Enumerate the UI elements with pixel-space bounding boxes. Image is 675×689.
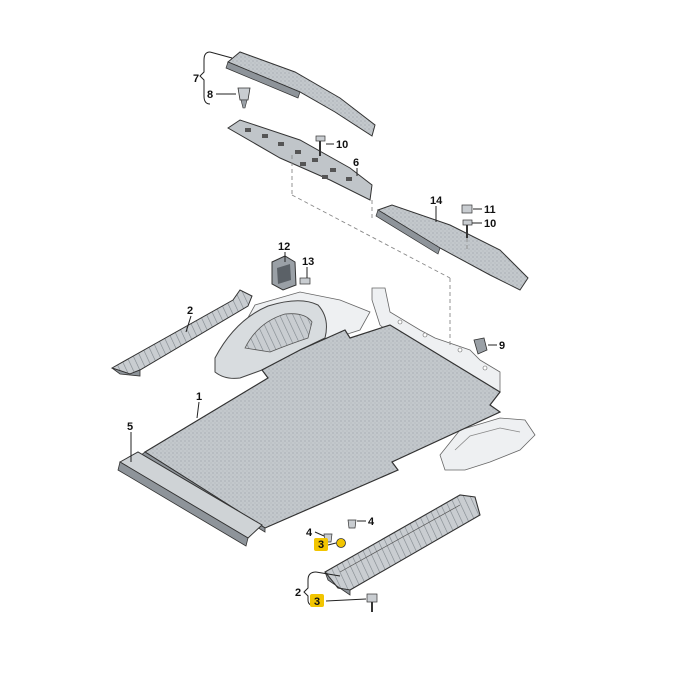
side-strip-part-2-left: [110, 289, 253, 377]
highlight-badge-3-upper: [314, 538, 328, 551]
callout-2-lower: 2: [295, 587, 301, 599]
callout-4-right: 4: [368, 516, 375, 528]
bracket-part-12: [271, 255, 297, 291]
wheel-arch-trim-left: [214, 300, 327, 379]
fasteners: [237, 87, 488, 612]
callout-labels: 7 8 10 6 14 11 10 12 13 9 2 1 5 4 4 3 2 …: [127, 73, 505, 608]
assembly-dashed-lines: [291, 155, 468, 345]
trim-panel-part-7: [225, 51, 376, 137]
leader-lines: [130, 51, 497, 607]
trim-strip-part-14: [375, 204, 529, 291]
callout-10-right: 10: [484, 218, 496, 230]
callout-12: 12: [278, 241, 290, 253]
bracket-rail-part-6: [227, 119, 373, 201]
callout-3-upper: 3: [318, 539, 324, 551]
callout-9: 9: [499, 340, 505, 352]
callout-4-left: 4: [306, 527, 313, 539]
sill-strip-part-5: [117, 451, 263, 547]
callout-10-upper: 10: [336, 139, 348, 151]
callout-11: 11: [484, 204, 496, 216]
callout-13: 13: [302, 256, 314, 268]
callout-7: 7: [193, 73, 199, 85]
callout-8: 8: [207, 89, 213, 101]
callout-6: 6: [353, 157, 359, 169]
callout-5: 5: [127, 421, 133, 433]
entry-step-part-2: [324, 494, 481, 596]
callout-2-upper: 2: [187, 305, 193, 317]
callout-14: 14: [430, 195, 443, 207]
highlight-badge-3-lower: [310, 594, 324, 607]
callout-3-lower: 3: [314, 596, 320, 608]
callout-1: 1: [196, 391, 202, 403]
